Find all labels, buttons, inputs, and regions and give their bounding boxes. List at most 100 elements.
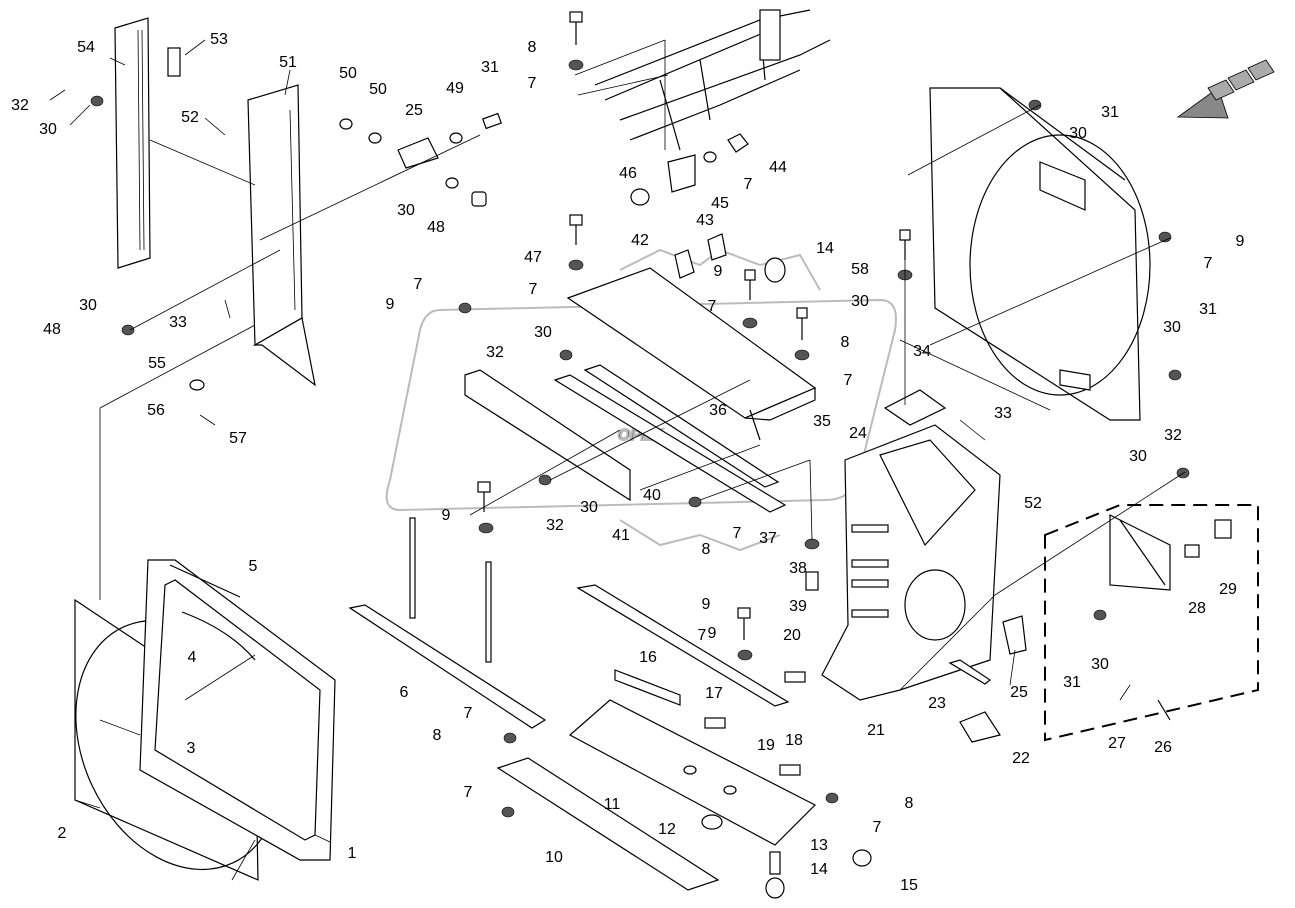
callout-31: 31 [1101,104,1119,121]
callout-9: 9 [386,296,395,313]
callout-31: 31 [481,59,499,76]
callout-7: 7 [844,372,853,389]
callout-7: 7 [464,784,473,801]
callout-7: 7 [708,298,717,315]
fan-shroud [929,87,1151,421]
callout-48: 48 [427,219,445,236]
part-11-tray [568,699,817,846]
part-51-bracket [247,84,316,387]
callout-21: 21 [867,722,885,739]
callout-30: 30 [39,121,57,138]
callout-7: 7 [528,75,537,92]
part-27-group-box [1044,504,1259,742]
callout-8: 8 [528,39,537,56]
callout-57: 57 [229,430,247,447]
callout-7: 7 [744,176,753,193]
callout-7: 7 [1204,255,1213,272]
callout-42: 42 [631,232,649,249]
callout-16: 16 [639,649,657,666]
callout-2: 2 [58,825,67,842]
callout-11: 11 [604,796,621,813]
callout-30: 30 [79,297,97,314]
part-24-plate [883,389,986,441]
callout-32: 32 [11,97,29,114]
direction-arrow [1176,59,1275,119]
callout-52: 52 [181,109,199,126]
callout-8: 8 [841,334,850,351]
callout-31: 31 [1199,301,1217,318]
callout-22: 22 [1012,750,1030,767]
callout-41: 41 [612,527,630,544]
part-41-rail [464,369,631,502]
callout-13: 13 [810,837,828,854]
callout-32: 32 [486,344,504,361]
chassis-frame [594,9,831,151]
callout-1: 1 [348,845,357,862]
callout-46: 46 [619,165,637,182]
callout-56: 56 [147,402,165,419]
callout-33: 33 [994,405,1012,422]
callout-50: 50 [369,81,387,98]
part-21-duct [821,424,1001,701]
part-19-strip [576,584,790,707]
callout-19: 19 [757,737,775,754]
callout-35: 35 [813,413,831,430]
callout-40: 40 [643,487,661,504]
callout-20: 20 [783,627,801,644]
part-45-bracket [630,133,749,206]
callout-31: 31 [1063,674,1081,691]
callout-17: 17 [705,685,723,702]
callout-30: 30 [397,202,415,219]
callout-9: 9 [1236,233,1245,250]
part-6-frame [348,517,547,729]
callout-44: 44 [769,159,787,176]
callout-48: 48 [43,321,61,338]
callout-5: 5 [249,558,258,575]
callout-7: 7 [414,276,423,293]
callout-55: 55 [148,355,166,372]
callout-47: 47 [524,249,542,266]
part-54-strip [114,17,151,269]
callout-30: 30 [1129,448,1147,465]
callout-26: 26 [1154,739,1172,756]
callout-50: 50 [339,65,357,82]
callout-18: 18 [785,732,803,749]
part-5-strip [169,564,241,598]
callout-45: 45 [711,195,729,212]
callout-51: 51 [279,54,297,71]
small-parts [614,669,806,776]
callout-12: 12 [658,821,676,838]
callout-30: 30 [1069,125,1087,142]
callout-25: 25 [1010,684,1028,701]
callout-9: 9 [702,596,711,613]
callout-9: 9 [714,263,723,280]
part-53-pin [167,47,181,77]
callout-6: 6 [400,684,409,701]
callout-8: 8 [702,541,711,558]
callout-37: 37 [759,530,777,547]
callout-32: 32 [1164,427,1182,444]
callout-14: 14 [810,861,828,878]
callout-54: 54 [77,39,95,56]
callout-10: 10 [545,849,563,866]
part-25-bracket-upper [339,112,502,207]
callout-43: 43 [696,212,714,229]
leader-lines [49,39,1186,881]
callout-24: 24 [849,425,867,442]
callout-36: 36 [709,402,727,419]
callout-4: 4 [188,649,197,666]
callout-58: 58 [851,261,869,278]
callout-7: 7 [529,281,538,298]
part-10-plate [496,757,720,891]
callout-7: 7 [464,705,473,722]
callout-34: 34 [913,343,931,360]
callout-27: 27 [1108,735,1126,752]
callout-8: 8 [905,795,914,812]
callout-7: 7 [733,525,742,542]
callout-38: 38 [789,560,807,577]
callout-32: 32 [546,517,564,534]
callout-52: 52 [1024,495,1042,512]
callout-28: 28 [1188,600,1206,617]
callout-53: 53 [210,31,228,48]
